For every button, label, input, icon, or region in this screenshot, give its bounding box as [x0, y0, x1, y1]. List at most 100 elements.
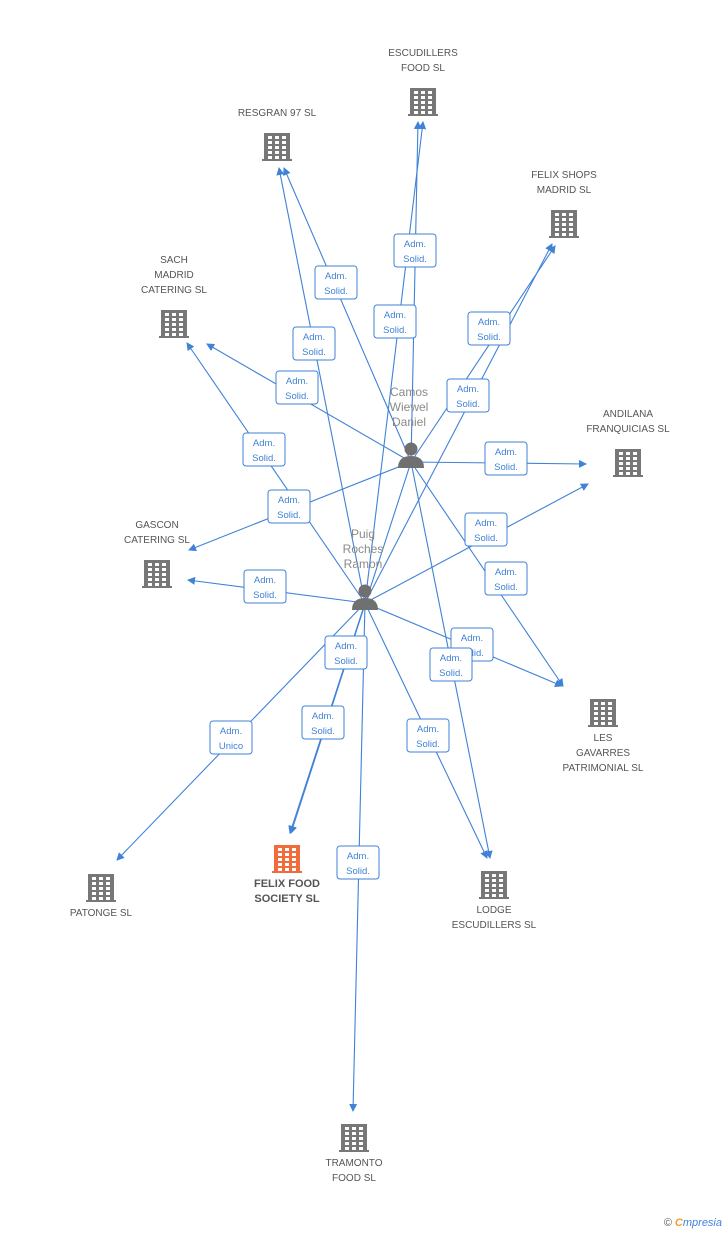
- building-window: [275, 146, 279, 149]
- edge-label-box: [484, 441, 528, 476]
- edge-label-camos-to-gascon[interactable]: Adm.Solid.: [267, 489, 311, 524]
- edge-label-box: [336, 845, 380, 880]
- building-window: [626, 457, 630, 460]
- building-window: [292, 863, 296, 866]
- company-name: RESGRAN 97 SL: [238, 108, 317, 119]
- building-window: [148, 573, 152, 576]
- building-window: [155, 573, 159, 576]
- edge-label-box: [429, 647, 473, 682]
- company-name: ESCUDILLERS: [388, 48, 458, 59]
- building-icon: [159, 310, 189, 338]
- building-window: [172, 323, 176, 326]
- edge-label-box: [301, 705, 345, 740]
- edge-label-camos-to-felixfood[interactable]: Adm.Solid.: [301, 705, 345, 740]
- edge-label-puig-to-lodge[interactable]: Adm.Solid.: [406, 718, 450, 753]
- company-name: SOCIETY SL: [254, 893, 319, 905]
- company-name: FRANQUICIAS SL: [586, 424, 670, 435]
- building-window: [562, 223, 566, 226]
- building-window: [601, 722, 605, 725]
- building-window: [428, 96, 432, 99]
- edge-label-box: [373, 304, 417, 339]
- person-name: Wiewel: [390, 400, 429, 414]
- edge-label-puig-to-felixfood[interactable]: Adm.Solid.: [324, 635, 368, 670]
- building-window: [626, 452, 630, 455]
- edge-label-box: [275, 370, 319, 405]
- building-window: [619, 457, 623, 460]
- edge-label-puig-to-sach[interactable]: Adm.Solid.: [242, 432, 286, 467]
- building-window: [594, 712, 598, 715]
- edge-label-camos-to-lodge[interactable]: Adm.Solid.: [429, 647, 473, 682]
- building-window: [148, 578, 152, 581]
- building-window: [268, 146, 272, 149]
- main-building-icon: [272, 845, 302, 873]
- edge-label-text: Solid.: [474, 533, 498, 544]
- brand-footer: ©Cmpresia: [664, 1217, 722, 1229]
- edge-label-camos-to-sach[interactable]: Adm.Solid.: [275, 370, 319, 405]
- building-window: [608, 717, 612, 720]
- person-name: Roches: [343, 542, 384, 556]
- edge-camos-to-resgran: [283, 167, 412, 463]
- building-window: [485, 889, 489, 892]
- company-node-patonge[interactable]: PATONGE SL: [70, 874, 133, 919]
- building-window: [278, 863, 282, 866]
- person-name: Daniel: [392, 415, 426, 429]
- edge-label-text: Adm.: [325, 271, 347, 282]
- building-window: [268, 141, 272, 144]
- building-window: [162, 578, 166, 581]
- edge-label-camos-to-resgran[interactable]: Adm.Solid.: [314, 265, 358, 300]
- building-window: [555, 218, 559, 221]
- edge-label-box: [464, 512, 508, 547]
- building-window: [179, 313, 183, 316]
- building-window: [359, 1147, 363, 1150]
- building-window: [555, 233, 559, 236]
- building-window: [626, 467, 630, 470]
- edge-label-camos-to-felixshops[interactable]: Adm.Solid.: [446, 378, 490, 413]
- edge-label-puig-to-tramonto[interactable]: Adm.Solid.: [336, 845, 380, 880]
- edge-label-puig-to-escudillers[interactable]: Adm.Solid.: [373, 304, 417, 339]
- company-name: CATERING SL: [141, 285, 207, 296]
- building-icon: [142, 560, 172, 588]
- building-window: [282, 136, 286, 139]
- edge-label-camos-to-lesgavarres[interactable]: Adm.Solid.: [484, 561, 528, 596]
- edge-label-camos-to-escudillers[interactable]: Adm. Solid.: [393, 233, 437, 268]
- building-window: [155, 568, 159, 571]
- edge-label-puig-to-andilana[interactable]: Adm.Solid.: [464, 512, 508, 547]
- edge-label-box: [243, 569, 287, 604]
- company-node-resgran[interactable]: RESGRAN 97 SL: [238, 108, 317, 161]
- building-window: [268, 156, 272, 159]
- edge-label-camos-to-andilana[interactable]: Adm.Solid.: [484, 441, 528, 476]
- edge-label-puig-to-patonge[interactable]: Adm. Unico: [209, 720, 253, 755]
- edge-label-box: [446, 378, 490, 413]
- edge-label-puig-to-resgran[interactable]: Adm.Solid.: [292, 326, 336, 361]
- building-window: [275, 141, 279, 144]
- building-window: [275, 136, 279, 139]
- edge-label-text: Unico: [219, 741, 243, 752]
- building-window: [619, 467, 623, 470]
- building-window: [428, 101, 432, 104]
- building-window: [285, 868, 289, 871]
- edge-label-text: Solid.: [252, 453, 276, 464]
- edge-label-text: Adm.: [278, 495, 300, 506]
- building-window: [499, 889, 503, 892]
- building-window: [633, 457, 637, 460]
- edge-label-text: Adm.: [220, 726, 242, 737]
- edge-label-text: Solid.: [383, 325, 407, 336]
- edge-label-text: Solid.: [403, 254, 427, 265]
- edge-label-puig-to-felixshops[interactable]: Adm.Solid.: [467, 311, 511, 346]
- building-window: [292, 858, 296, 861]
- edge-label-puig-to-gascon[interactable]: Adm.Solid.: [243, 569, 287, 604]
- edge-label-text: Adm.: [404, 239, 426, 250]
- building-base: [408, 114, 438, 116]
